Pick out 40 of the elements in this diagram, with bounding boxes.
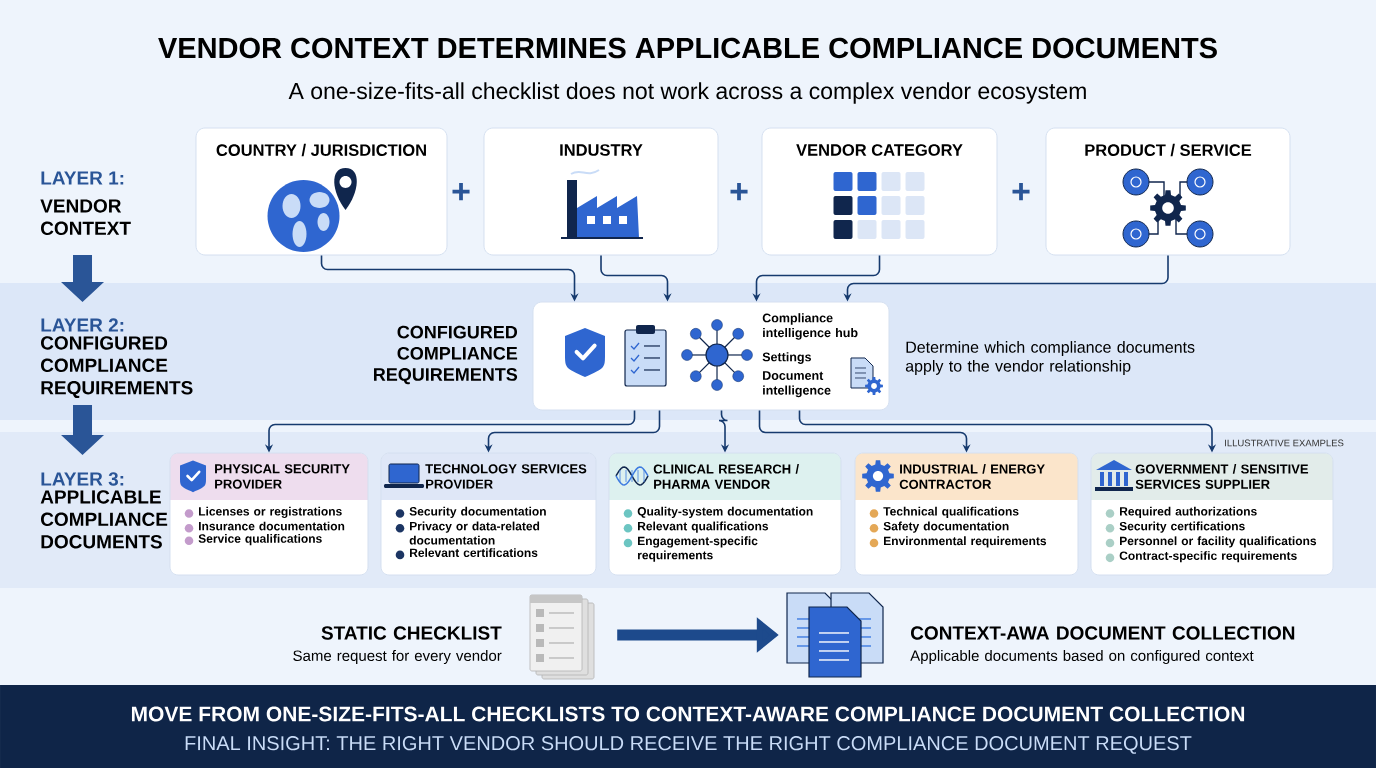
bullet-item: Relevant certifications: [395, 548, 538, 560]
side-heading: CONFIGURED COMPLIANCE REQUIREMENTS: [374, 325, 518, 385]
section-heading: CONTEXT-AWA DOCUMENT COLLECTION: [911, 626, 1295, 640]
bullet-item: Licenses or registrations: [184, 506, 342, 518]
layer-label: LAYER 1:: [41, 171, 124, 185]
plus-sign: +: [730, 183, 748, 201]
checklist-drawing: [529, 594, 595, 680]
bullet-item: Contract-specific requirements: [1105, 551, 1297, 563]
bullet-item: Environmental requirements: [869, 536, 1047, 548]
bullet-item: Security documentation: [395, 506, 546, 518]
section-heading: STATIC CHECKLIST: [321, 626, 502, 640]
bullet-item: Safety documentation: [869, 521, 1009, 533]
feature-label: Document intelligence: [763, 371, 831, 398]
bullet-item: Technical qualifications: [869, 506, 1019, 518]
plus-sign: +: [452, 183, 470, 201]
bullet-item: Personnel or facility qualifications: [1105, 536, 1317, 548]
bullet-item: Engagement-specific requirements: [623, 536, 758, 562]
bullet-item: Relevant qualifications: [623, 521, 769, 533]
banner-heading: MOVE FROM ONE-SIZE-FITS-ALL CHECKLISTS TO CONTEXT-AWARE COMPLIANCE DOCUMENT COLLECTION: [131, 706, 1245, 722]
feature-label: Settings: [762, 352, 811, 364]
subtitle: A one-size-fits-all checklist does not work across a complex vendor ecosystem: [288, 82, 1086, 104]
bullet-item: Privacy or data-related documentation: [395, 521, 540, 545]
side-note: Determine which compliance documents apply to the vendor relationship: [905, 341, 1195, 375]
documents-drawing: [786, 592, 884, 678]
bullet-item: Insurance documentation: [184, 521, 345, 533]
section-note: Same request for every vendor: [293, 650, 502, 664]
plus-sign: +: [1012, 183, 1030, 201]
banner-text: FINAL INSIGHT: THE RIGHT VENDOR SHOULD RECEIVE THE RIGHT COMPLIANCE DOCUMENT REQUEST: [185, 736, 1192, 754]
title: VENDOR CONTEXT DETERMINES APPLICABLE COMPLIANCE DOCUMENTS: [158, 37, 1217, 59]
context-box: INDUSTRY: [483, 127, 719, 256]
layer-label: LAYER 2:: [41, 318, 124, 332]
layer-label: VENDOR CONTEXT: [40, 199, 131, 236]
feature-label: Compliance intelligence hub: [762, 313, 858, 340]
bullet-item: Quality-system documentation: [623, 506, 813, 518]
layer-label: CONFIGURED COMPLIANCE REQUIREMENTS: [41, 336, 193, 398]
section-note: Applicable documents based on configured context: [910, 650, 1254, 664]
layer-label: LAYER 3:: [41, 472, 124, 486]
bullet-item: Security certifications: [1105, 521, 1245, 533]
bullet-item: Service qualifications: [184, 534, 322, 546]
bullet-item: Required authorizations: [1105, 506, 1257, 518]
